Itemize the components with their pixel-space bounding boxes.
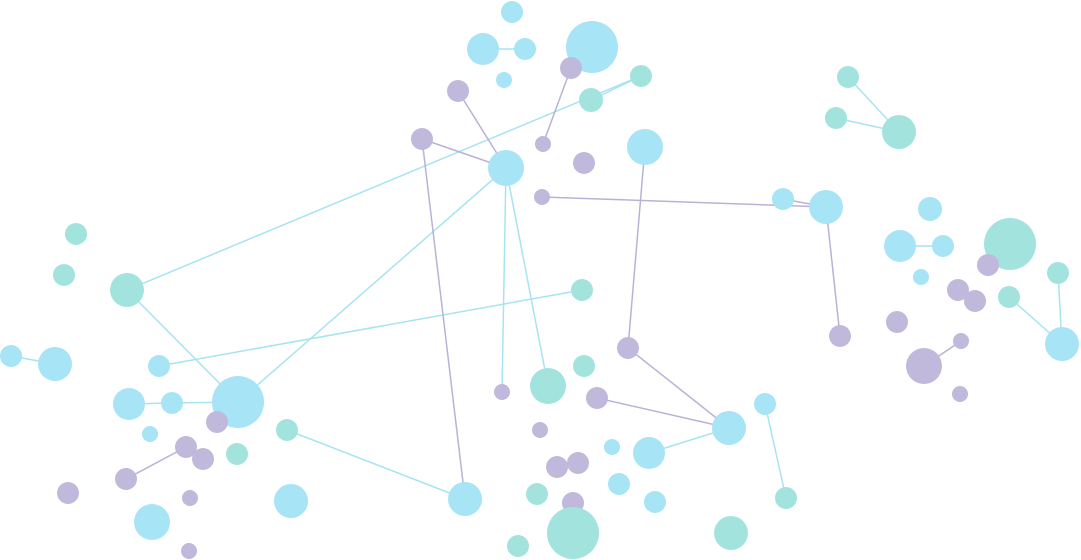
node [148, 355, 170, 377]
edge [125, 446, 187, 480]
node [586, 387, 608, 409]
node [630, 65, 652, 87]
edges [10, 48, 1063, 500]
node [947, 279, 969, 301]
node [276, 419, 298, 441]
node [182, 490, 198, 506]
node [714, 516, 748, 550]
node [633, 437, 665, 469]
node [712, 411, 746, 445]
node [192, 448, 214, 470]
node [53, 264, 75, 286]
edge [421, 138, 466, 500]
node [953, 333, 969, 349]
node [1047, 262, 1069, 284]
node [617, 337, 639, 359]
node [448, 482, 482, 516]
node [566, 21, 618, 73]
node [608, 473, 630, 495]
node [447, 80, 469, 102]
node [952, 386, 968, 402]
edge [286, 429, 466, 500]
node [906, 348, 942, 384]
node [571, 279, 593, 301]
edge [542, 67, 572, 145]
node [161, 392, 183, 414]
node [488, 150, 524, 186]
node [837, 66, 859, 88]
node [65, 223, 87, 245]
node [134, 504, 170, 540]
node [110, 273, 144, 307]
node [467, 33, 499, 65]
node [274, 484, 308, 518]
node [918, 197, 942, 221]
node [535, 136, 551, 152]
node [913, 269, 929, 285]
node [984, 218, 1036, 270]
node [507, 535, 529, 557]
node [1045, 327, 1079, 361]
edge [505, 167, 549, 387]
node [181, 543, 197, 559]
node [534, 189, 550, 205]
node [567, 452, 589, 474]
node [501, 1, 523, 23]
edge [764, 403, 787, 499]
node [932, 235, 954, 257]
node [175, 436, 197, 458]
node [579, 88, 603, 112]
edge [627, 146, 646, 349]
node [142, 426, 158, 442]
node [514, 38, 536, 60]
node [532, 422, 548, 438]
node [494, 384, 510, 400]
edge [501, 167, 507, 393]
node [560, 57, 582, 79]
edge [126, 289, 239, 403]
node [882, 115, 916, 149]
node [884, 230, 916, 262]
node [754, 393, 776, 415]
node [226, 443, 248, 465]
edge [237, 167, 507, 403]
node [604, 439, 620, 455]
node [38, 347, 72, 381]
node [526, 483, 548, 505]
node [206, 411, 228, 433]
node [115, 468, 137, 490]
node [496, 72, 512, 88]
edge [825, 206, 841, 337]
node [57, 482, 79, 504]
node [809, 190, 843, 224]
edge [126, 75, 642, 291]
edge [627, 347, 730, 429]
node [530, 368, 566, 404]
node [0, 345, 22, 367]
node [573, 355, 595, 377]
node [573, 152, 595, 174]
edge [596, 397, 730, 429]
node [829, 325, 851, 347]
node [977, 254, 999, 276]
node [113, 388, 145, 420]
node [547, 507, 599, 559]
node [411, 128, 433, 150]
node [546, 456, 568, 478]
node [627, 129, 663, 165]
node [644, 491, 666, 513]
node [825, 107, 847, 129]
node [775, 487, 797, 509]
node [964, 290, 986, 312]
node [998, 286, 1020, 308]
node [772, 188, 794, 210]
node [886, 311, 908, 333]
edge [158, 289, 583, 367]
